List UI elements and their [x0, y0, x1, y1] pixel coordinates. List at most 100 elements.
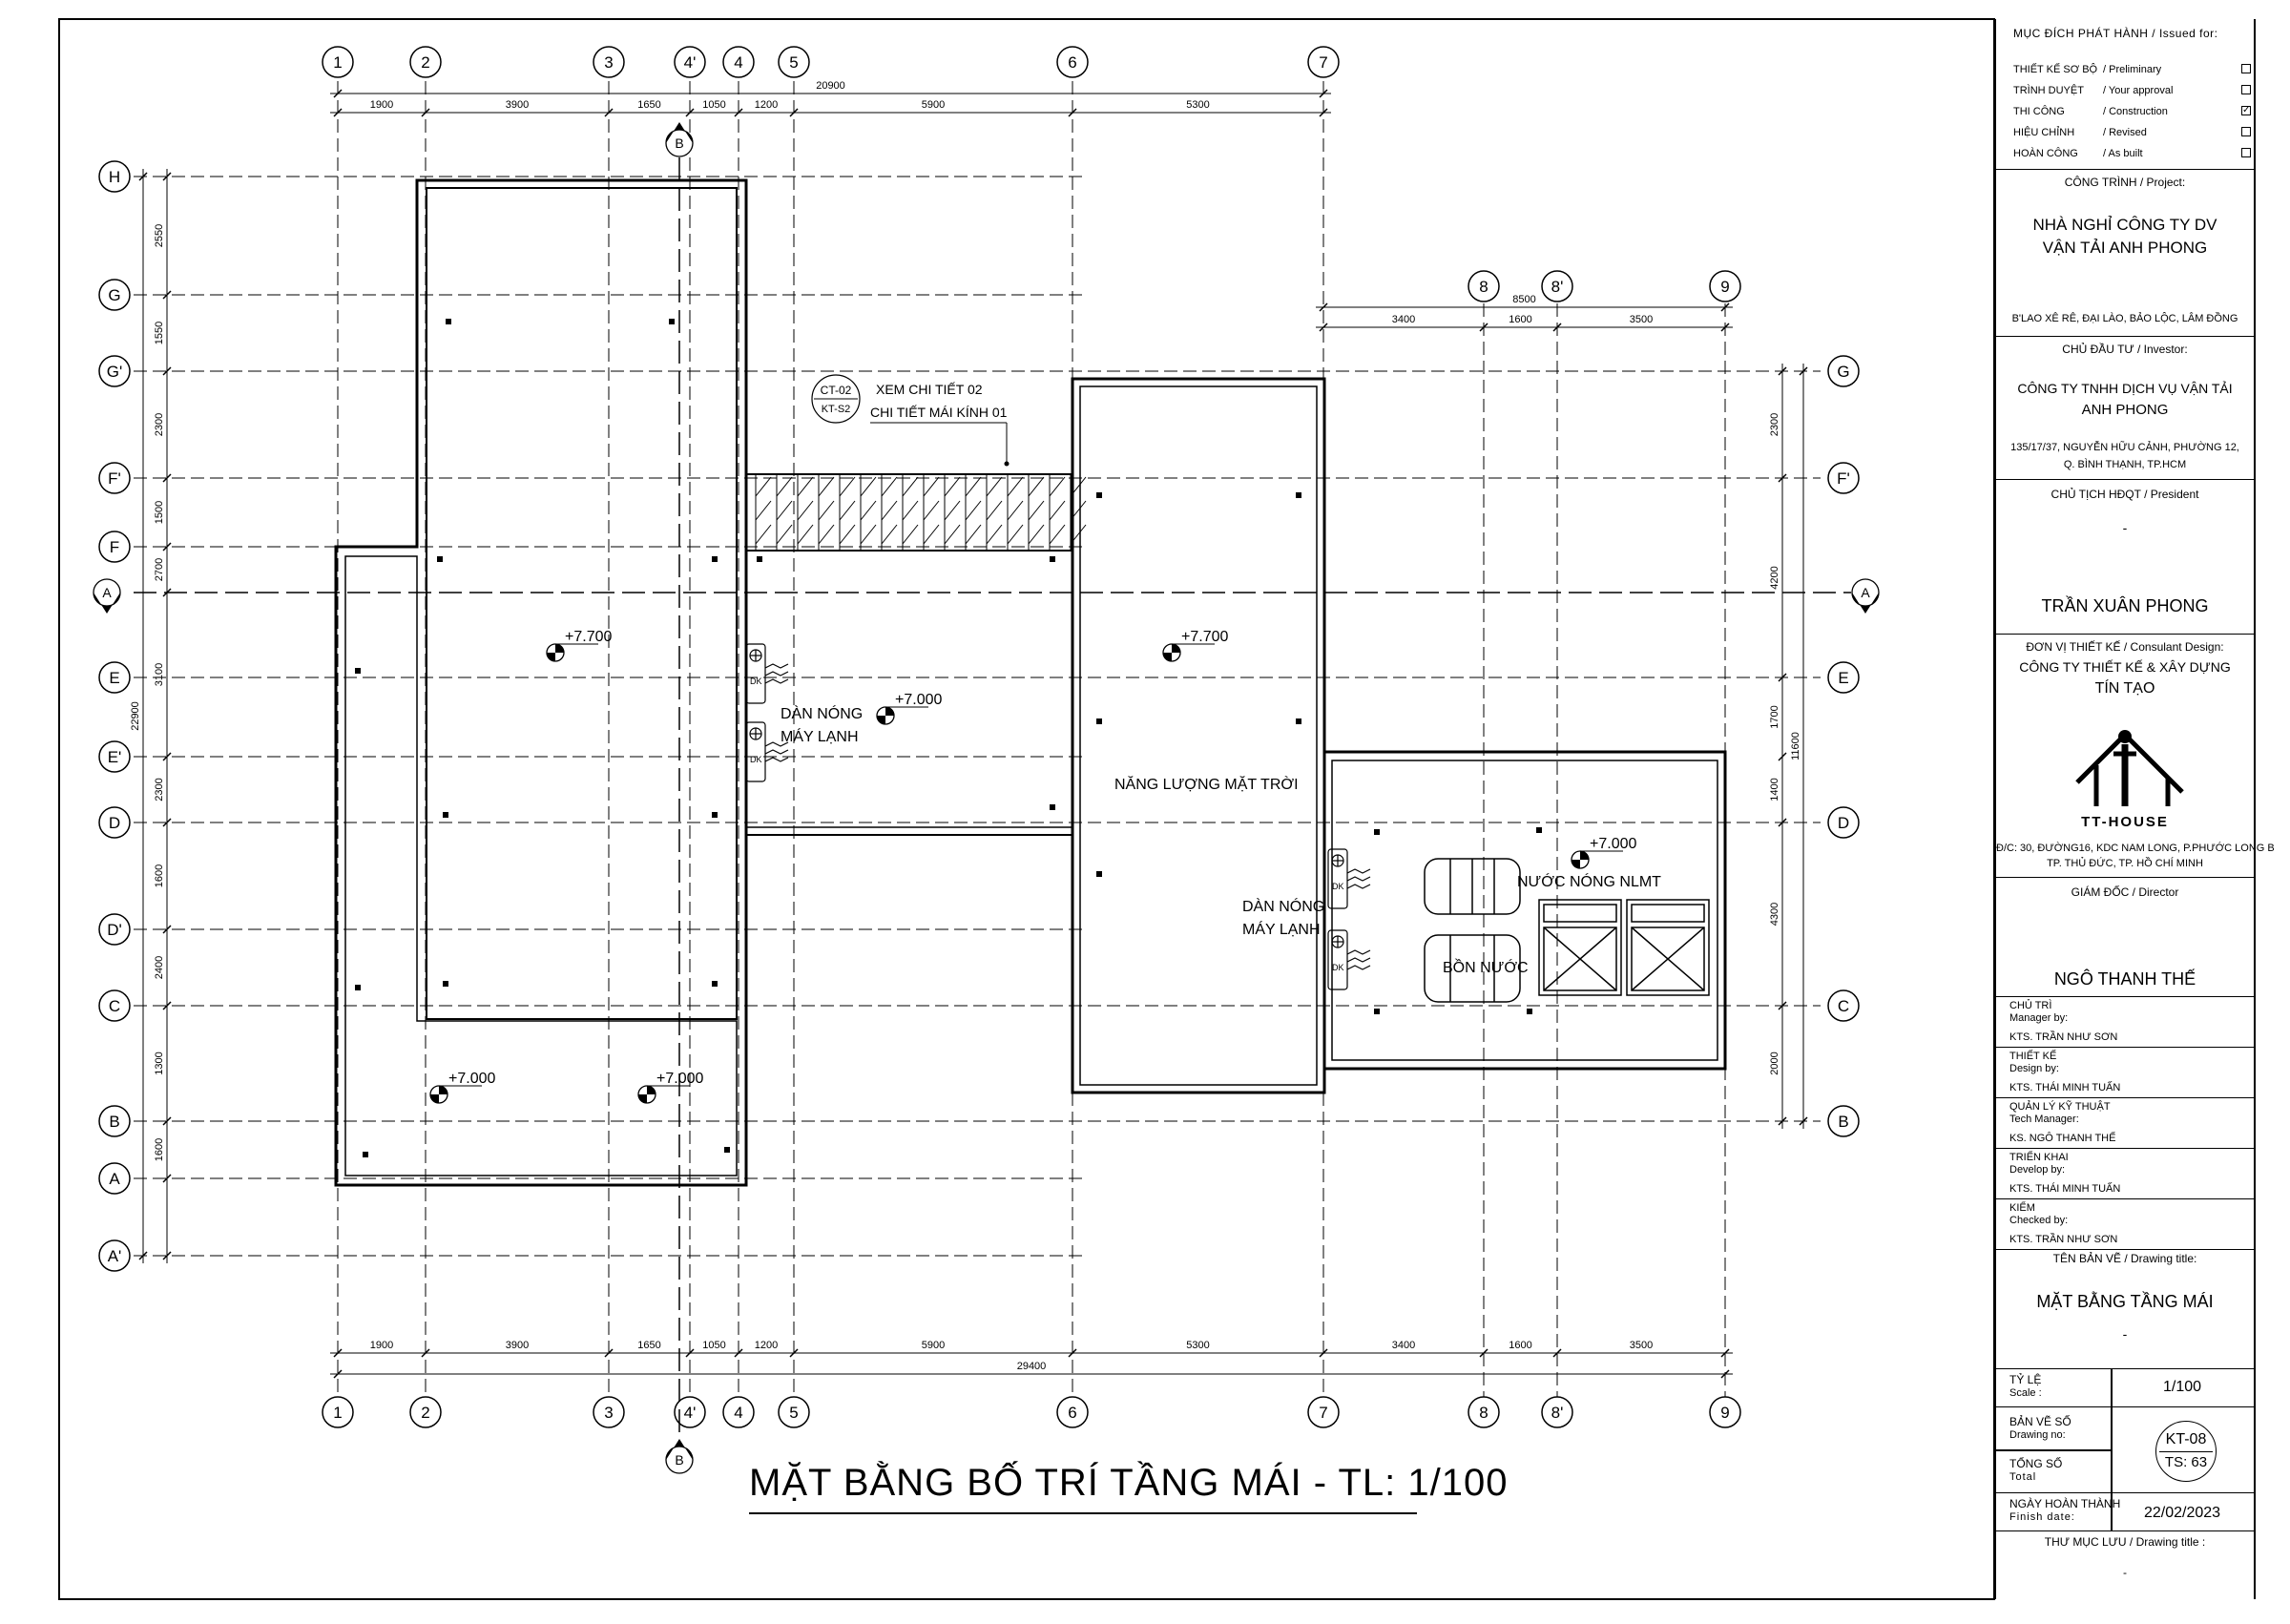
drawing-title-underline — [749, 1512, 1417, 1514]
svg-text:G: G — [1837, 363, 1849, 381]
dimension-text: 3900 — [506, 1340, 529, 1351]
grid-bubble-bottom: 4 — [722, 1396, 755, 1428]
president-label: CHỦ TỊCH HĐQT / President — [2051, 488, 2199, 501]
role-vi: CHỦ TRÌ — [2009, 1000, 2052, 1011]
issue-checkbox[interactable] — [2241, 148, 2251, 157]
detail-note-2: CHI TIẾT MÁI KÍNH 01 — [870, 405, 1008, 420]
dimension-text: 2700 — [154, 558, 165, 581]
issue-checkbox[interactable] — [2241, 127, 2251, 136]
svg-text:A: A — [109, 1170, 120, 1188]
dimension-text: 2300 — [154, 413, 165, 436]
total-sheets: TS: 63 — [2164, 1454, 2208, 1470]
investor-section: CHỦ ĐẦU TƯ / Investor: CÔNG TY TNHH DỊCH… — [1996, 337, 2254, 480]
project-name-2: VẬN TẢI ANH PHONG — [2042, 239, 2208, 257]
role-name: KTS. THÁI MINH TUẤN — [2009, 1082, 2121, 1093]
svg-text:1: 1 — [333, 1404, 342, 1422]
dimension-text: 1050 — [702, 99, 725, 111]
grid-bubble-bottom: 5 — [778, 1396, 810, 1428]
role-vi: TRIỂN KHAI — [2009, 1152, 2069, 1163]
grid-bubble-bottom: 6 — [1056, 1396, 1089, 1428]
grid-bubble-left: B — [98, 1105, 131, 1137]
grid-bubble-left: E — [98, 661, 131, 694]
investor-addr-2: Q. BÌNH THẠNH, TP.HCM — [2063, 459, 2187, 470]
grid-bubble-top: 4 — [722, 46, 755, 78]
role-name: KTS. TRẦN NHƯ SƠN — [2009, 1031, 2118, 1043]
ac-condenser: DK — [745, 721, 789, 782]
grid-bubble-top-right: 8 — [1468, 270, 1500, 302]
grid-bubble-left: H — [98, 160, 131, 193]
role-en: Manager by: — [2009, 1012, 2069, 1024]
president-dash: - — [2122, 520, 2128, 535]
director-name: NGÔ THANH THẾ — [2053, 969, 2196, 989]
role-name: KTS. THÁI MINH TUẤN — [2009, 1183, 2121, 1195]
role-vi: QUẢN LÝ KỸ THUẬT — [2009, 1101, 2111, 1113]
finish-date-row: NGÀY HOÀN THÀNH Finish date: 22/02/2023 — [1996, 1493, 2254, 1531]
archive-label: THƯ MỤC LƯU / Drawing title : — [2044, 1535, 2206, 1549]
dimension-text: 3500 — [1630, 1340, 1653, 1351]
svg-text:D: D — [109, 814, 120, 832]
issue-en: / Your approval — [2103, 85, 2174, 96]
issue-vi: HIỆU CHỈNH — [2013, 127, 2075, 138]
archive-section: THƯ MỤC LƯU / Drawing title : - — [1996, 1531, 2254, 1599]
svg-text:4': 4' — [684, 53, 697, 72]
grid-bubble-right: C — [1827, 989, 1860, 1022]
total-label-vi: TỔNG SỐ — [2009, 1457, 2063, 1470]
svg-text:7: 7 — [1319, 53, 1327, 72]
solar-heater-2 — [1626, 899, 1710, 996]
issue-row: TRÌNH DUYỆT/ Your approval — [1996, 85, 2254, 102]
title-block: MỤC ĐÍCH PHÁT HÀNH / Issued for: THIẾT K… — [1994, 19, 2275, 1599]
dimension-text: 2550 — [154, 224, 165, 247]
grid-bubble-right: F' — [1827, 462, 1860, 494]
svg-text:5: 5 — [789, 53, 798, 72]
svg-text:C: C — [109, 997, 120, 1015]
dimension-text: 1600 — [154, 1138, 165, 1161]
roof-drains — [355, 319, 1542, 1157]
role-en: Design by: — [2009, 1063, 2059, 1074]
svg-text:D: D — [1838, 814, 1849, 832]
project-name-1: NHÀ NGHỈ CÔNG TY DV — [2032, 216, 2217, 234]
dimension-text: 5900 — [922, 1340, 945, 1351]
consultant-name-1: CÔNG TY THIẾT KẾ & XÂY DỰNG — [2019, 659, 2231, 675]
dimension-text: 5900 — [922, 99, 945, 111]
consultant-addr-1: Đ/C: 30, ĐƯỜNG16, KDC NAM LONG, P.PHƯỚC … — [1996, 843, 2275, 854]
project-label: CÔNG TRÌNH / Project: — [2064, 176, 2186, 189]
grid-bubble-right: D — [1827, 806, 1860, 839]
roof-central-block — [1071, 377, 1326, 1094]
ac-label-2a: DÀN NÓNG — [1242, 897, 1324, 915]
dimension-text: 1700 — [1769, 705, 1780, 728]
scale-value: 1/100 — [2162, 1379, 2202, 1395]
issue-checkbox[interactable] — [2241, 85, 2251, 94]
dimension-text: 4200 — [1769, 566, 1780, 589]
grid-bubble-top: 2 — [409, 46, 442, 78]
dimension-text: 2300 — [154, 778, 165, 801]
grid-bubble-right: B — [1827, 1105, 1860, 1137]
grid-bubble-left: A — [98, 1162, 131, 1195]
dimension-text: 29400 — [1017, 1361, 1047, 1372]
logo-text: TT-HOUSE — [2081, 814, 2169, 830]
dimension-text: 1500 — [154, 501, 165, 524]
svg-text:A': A' — [108, 1247, 122, 1265]
svg-text:DK: DK — [750, 677, 762, 686]
dimension-text: 1400 — [1769, 778, 1780, 801]
issue-checkbox[interactable] — [2241, 64, 2251, 73]
drawing-no-label-en: Drawing no: — [2009, 1429, 2066, 1441]
dimension-text: 3100 — [154, 663, 165, 686]
grid-bubble-top: 6 — [1056, 46, 1089, 78]
svg-text:F': F' — [108, 469, 121, 488]
investor-name-2: ANH PHONG — [2081, 402, 2169, 418]
issue-checkbox[interactable]: ✓ — [2241, 105, 2251, 115]
plan-labels: DÀN NÓNG MÁY LẠNH DÀN NÓNG MÁY LẠNH NĂNG… — [781, 704, 1661, 976]
level-marker: +7.000 — [429, 1071, 495, 1104]
dimension-text: 1200 — [755, 1340, 778, 1351]
dimension-text: 1900 — [370, 1340, 393, 1351]
dimension-text: 1200 — [755, 99, 778, 111]
ac-label-1b: MÁY LẠNH — [781, 727, 859, 745]
level-marker: +7.000 — [876, 692, 942, 725]
svg-text:5: 5 — [789, 1404, 798, 1422]
svg-text:DK: DK — [750, 755, 762, 764]
